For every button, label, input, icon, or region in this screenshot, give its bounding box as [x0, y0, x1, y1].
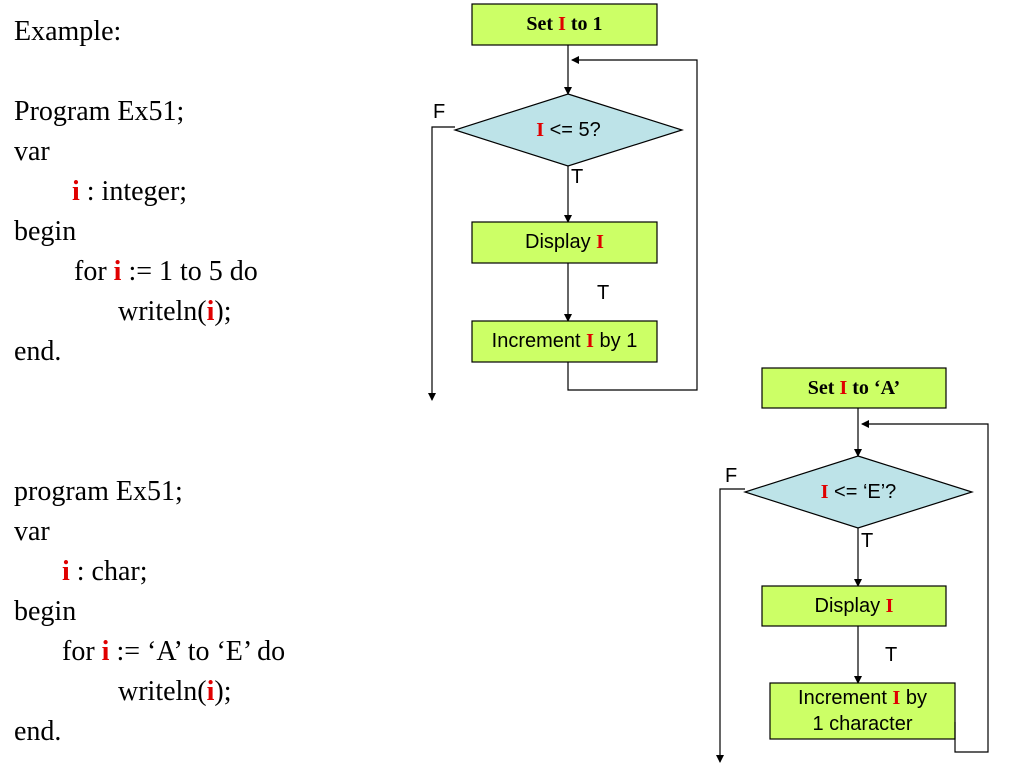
- variable-i: i: [206, 296, 215, 327]
- variable-I: I: [839, 377, 848, 399]
- variable-I: I: [892, 687, 901, 709]
- code-line: var: [14, 136, 50, 167]
- code-line: for i := ‘A’ to ‘E’ do: [62, 636, 286, 667]
- code-block-1: Example: Program Ex51; var i : integer; …: [14, 12, 258, 372]
- flow2-display-label: Display I: [814, 595, 894, 617]
- code-line: Program Ex51;: [14, 96, 185, 127]
- flow2-loop-back: [861, 420, 989, 753]
- variable-i: i: [62, 556, 70, 587]
- code-line: end.: [14, 716, 62, 747]
- flow1-false-exit: [428, 126, 455, 401]
- code-line: for i := 1 to 5 do: [74, 256, 258, 287]
- variable-I: I: [536, 119, 545, 141]
- flow1-init-box: [471, 3, 658, 46]
- flow1-false-label: F: [433, 101, 446, 123]
- flow1-increment-label: Increment I by 1: [491, 330, 638, 352]
- code-block-2: program Ex51; var i : char; begin for i …: [14, 472, 285, 752]
- variable-I: I: [820, 481, 829, 503]
- flow2-init-box: [761, 367, 947, 409]
- flow2-true-label: T: [861, 530, 874, 552]
- example-heading: Example:: [14, 16, 122, 47]
- code-line: begin: [14, 596, 77, 627]
- variable-i: i: [206, 676, 215, 707]
- code-line: writeln(i);: [118, 296, 232, 327]
- code-line: var: [14, 516, 50, 547]
- code-line: begin: [14, 216, 77, 247]
- flow1-increment-box: [471, 320, 658, 363]
- flow2-false-label: F: [725, 465, 738, 487]
- flow1-loop-back: [567, 56, 698, 391]
- code-line: i : integer;: [72, 176, 188, 207]
- code-line: end.: [14, 336, 62, 367]
- flow1-init-label: Set I to 1: [526, 13, 603, 35]
- code-line: i : char;: [62, 556, 148, 587]
- variable-i: i: [113, 256, 122, 287]
- flow1-display-label: Display I: [525, 231, 604, 253]
- variable-I: I: [586, 330, 594, 352]
- flow1-true-label: T: [571, 166, 584, 188]
- flow2-increment-box: [769, 682, 956, 740]
- code-line: program Ex51;: [14, 476, 183, 507]
- flow1-condition-label: I <= 5?: [536, 119, 601, 141]
- variable-i: i: [101, 636, 110, 667]
- flow1-display-box: [471, 221, 658, 264]
- flow2-condition-label: I <= ‘E’?: [820, 481, 897, 503]
- variable-I: I: [596, 231, 604, 253]
- variable-i: i: [72, 176, 80, 207]
- flow2-false-exit: [716, 488, 745, 763]
- flow2-true-label: T: [885, 644, 898, 666]
- flow2-init-label: Set I to ‘A’: [807, 377, 901, 399]
- flow2-increment-label: Increment I by 1 character: [798, 687, 927, 735]
- variable-I: I: [885, 595, 894, 617]
- flow2-display-box: [761, 585, 947, 627]
- variable-I: I: [558, 13, 566, 35]
- flow1-true-label: T: [597, 282, 610, 304]
- code-line: writeln(i);: [118, 676, 232, 707]
